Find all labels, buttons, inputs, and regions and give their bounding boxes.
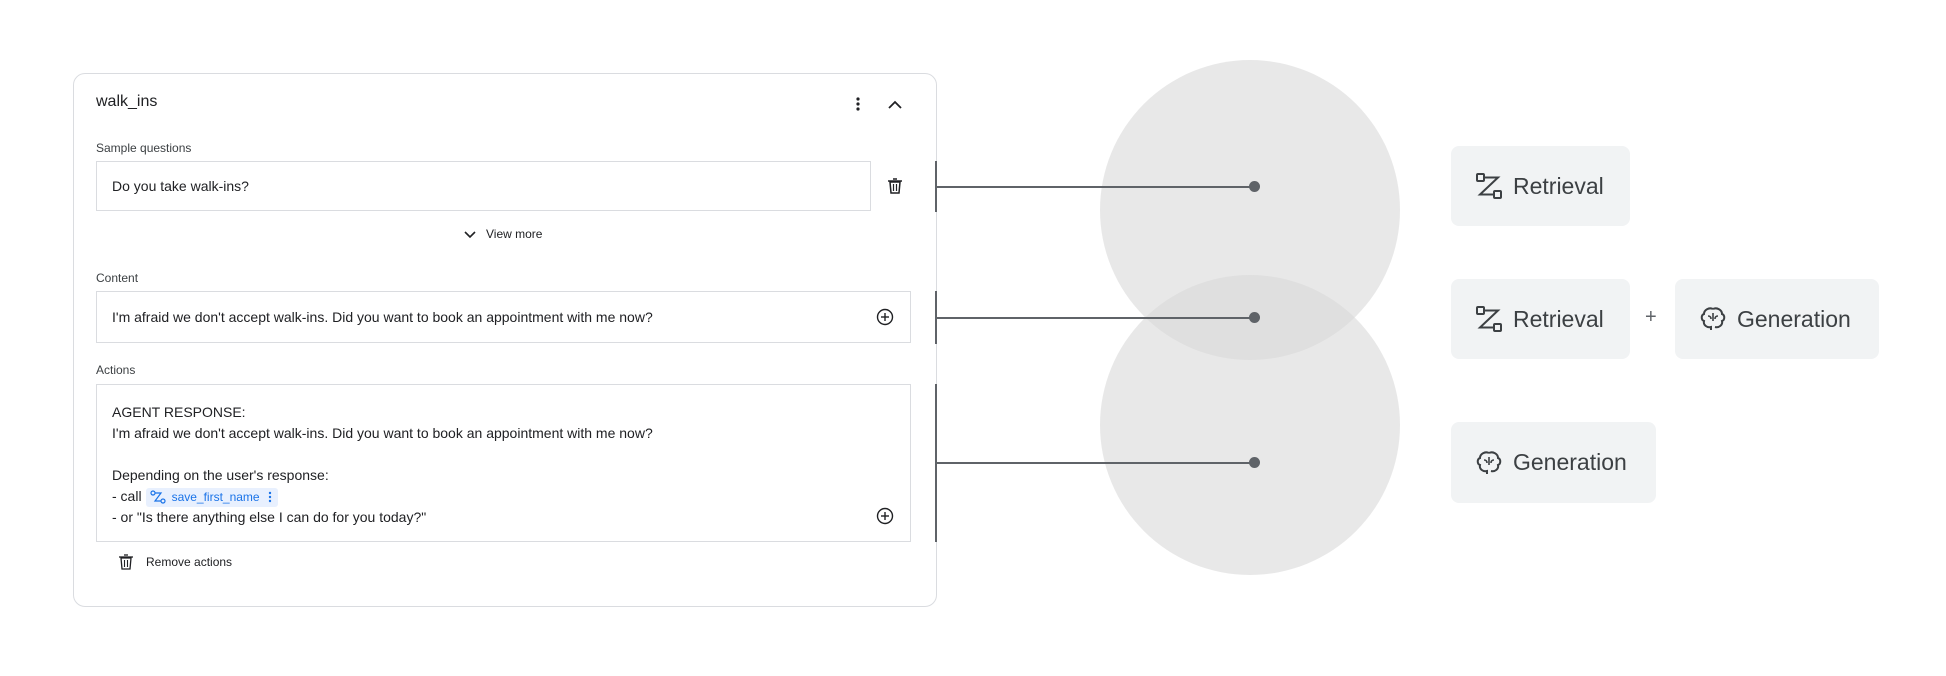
brain-icon (1476, 450, 1502, 474)
content-text: I'm afraid we don't accept walk-ins. Did… (112, 309, 653, 325)
function-chip-label: save_first_name (171, 489, 260, 504)
collapse-button[interactable] (884, 94, 906, 116)
plus-sign: + (1645, 306, 1657, 328)
generation-pill: Generation (1451, 422, 1656, 503)
add-action-button[interactable] (874, 505, 896, 527)
generation-pill: Generation (1675, 279, 1879, 359)
more-options-button[interactable] (848, 94, 868, 114)
actions-field[interactable]: AGENT RESPONSE: I'm afraid we don't acce… (96, 384, 911, 542)
function-chip[interactable]: save_first_name (145, 487, 278, 507)
retrieval-label: Retrieval (1513, 172, 1604, 199)
chevron-up-icon (888, 100, 902, 109)
chevron-down-icon (464, 231, 476, 239)
connector-line (935, 462, 1254, 464)
delete-question-button[interactable] (883, 174, 907, 198)
sample-question-field[interactable]: Do you take walk-ins? (96, 161, 871, 211)
flow-icon (1476, 173, 1502, 199)
view-more-label: View more (486, 227, 543, 241)
more-vert-icon (856, 97, 860, 111)
flow-icon (149, 490, 166, 504)
actions-label: Actions (96, 363, 136, 377)
venn-circle-top (1100, 60, 1400, 360)
actions-line: AGENT RESPONSE: (112, 404, 246, 420)
more-vert-icon[interactable] (266, 490, 274, 504)
generation-label: Generation (1737, 305, 1851, 332)
venn-circle-bottom (1100, 275, 1400, 575)
generation-label: Generation (1513, 449, 1627, 475)
view-more-button[interactable]: View more (462, 226, 542, 242)
connector-dot (1249, 181, 1260, 192)
add-content-button[interactable] (874, 306, 896, 328)
actions-line: - or "Is there anything else I can do fo… (112, 509, 427, 525)
card-title: walk_ins (96, 93, 158, 110)
trash-icon (119, 554, 133, 570)
retrieval-label: Retrieval (1513, 305, 1604, 332)
sample-questions-label: Sample questions (96, 141, 192, 155)
actions-call-line: - call save_first_name (112, 486, 653, 507)
add-circle-icon (876, 507, 894, 525)
flow-icon (1476, 306, 1502, 332)
connector-dot (1249, 457, 1260, 468)
content-label: Content (96, 271, 139, 285)
connector-dot (1249, 312, 1260, 323)
connector-line (935, 317, 1254, 319)
remove-actions-button[interactable]: Remove actions (118, 553, 232, 571)
content-field[interactable]: I'm afraid we don't accept walk-ins. Did… (96, 291, 911, 343)
sample-question-text: Do you take walk-ins? (112, 178, 249, 194)
actions-line: I'm afraid we don't accept walk-ins. Did… (112, 425, 653, 441)
actions-call-prefix: - call (112, 488, 142, 504)
venn-diagram (1100, 60, 1400, 575)
actions-line: Depending on the user's response: (112, 467, 329, 483)
remove-actions-label: Remove actions (146, 555, 233, 569)
connector-line (935, 186, 1254, 188)
retrieval-pill: Retrieval (1451, 146, 1630, 226)
retrieval-pill: Retrieval (1451, 279, 1630, 359)
add-circle-icon (876, 308, 894, 326)
brain-icon (1700, 307, 1726, 330)
trash-icon (888, 178, 902, 194)
